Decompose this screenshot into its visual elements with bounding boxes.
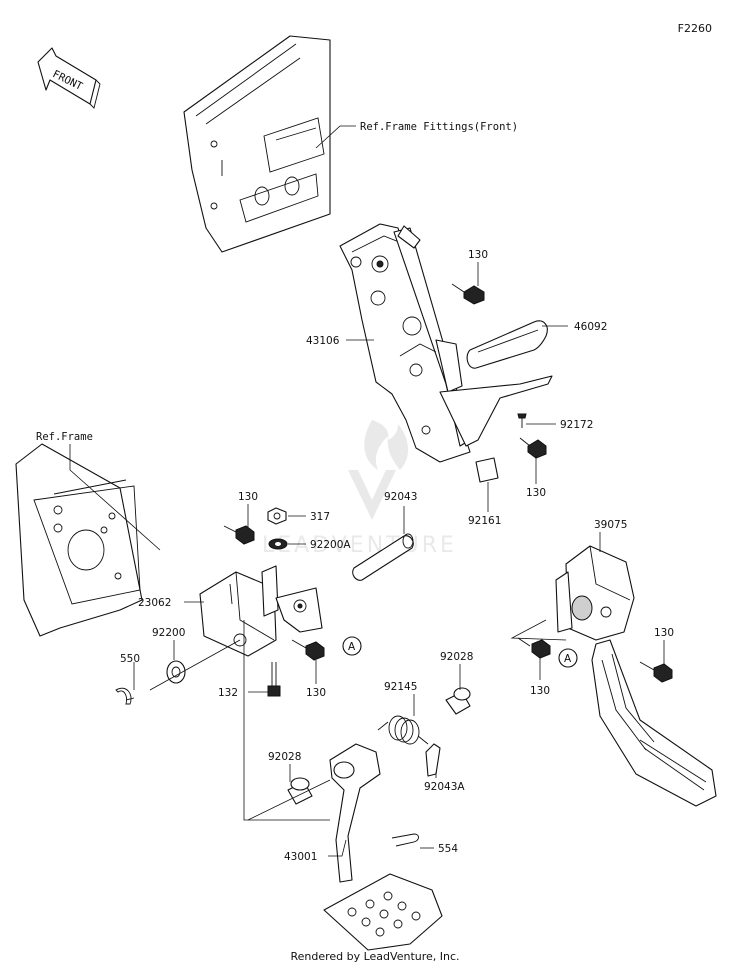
label-130-mid: 130 (526, 487, 546, 499)
label-92172: 92172 (560, 419, 593, 431)
label-550: 550 (120, 653, 140, 665)
bolt-130-low (291, 639, 325, 661)
watermark-logo: LEADVENTURE (262, 420, 457, 558)
pin-92043A (425, 743, 441, 777)
cotter-pin-554 (391, 833, 419, 847)
label-130-left: 130 (238, 491, 258, 503)
callout-a-left: A (342, 636, 362, 656)
leader-lines (69, 125, 665, 857)
clip-550 (115, 687, 135, 705)
bolt-130-pedal-left (517, 637, 551, 659)
label-92200A: 92200A (310, 539, 351, 551)
ref-frame-label: Ref.Frame (36, 431, 93, 443)
footer-credit: Rendered by LeadVenture, Inc. (290, 950, 460, 963)
pad-92161 (475, 457, 499, 483)
label-92028-right: 92028 (440, 651, 473, 663)
label-554: 554 (438, 843, 458, 855)
front-arrow-icon: FRONT (37, 47, 101, 109)
bolt-130-mid (519, 437, 547, 459)
label-130-pedal-right: 130 (654, 627, 674, 639)
frame-left (15, 443, 143, 637)
label-43106: 43106 (306, 335, 340, 347)
diagram-code: F2260 (677, 22, 712, 35)
bolt-130-pedal-right (639, 661, 673, 683)
bolt-132 (267, 662, 281, 697)
pedal-pad-pattern (347, 891, 421, 937)
nut-317 (267, 507, 287, 525)
label-43001: 43001 (284, 851, 317, 863)
label-39075: 39075 (594, 519, 627, 531)
brake-grip (466, 320, 548, 369)
pedal-bracket (199, 565, 323, 657)
label-92043A: 92043A (424, 781, 465, 793)
washer-92200A (268, 538, 288, 550)
brake-pedal (323, 743, 443, 951)
label-46092: 46092 (574, 321, 607, 333)
label-130-top: 130 (468, 249, 488, 261)
label-132: 132 (218, 687, 238, 699)
screw-92172 (517, 413, 527, 428)
parking-brake-assembly (339, 223, 553, 463)
ref-frame-fittings-label: Ref.Frame Fittings(Front) (360, 121, 518, 133)
bolt-130-left (223, 525, 255, 545)
bushing-92028-left (287, 777, 313, 805)
label-92145: 92145 (384, 681, 417, 693)
accelerator-pedal (555, 545, 717, 807)
bolt-130-top (451, 283, 485, 305)
frame-fittings-front (183, 35, 331, 253)
shaft-92043 (352, 533, 414, 581)
bushing-92028-right (445, 687, 471, 715)
label-92161: 92161 (468, 515, 501, 527)
callout-a-left-label: A (348, 641, 356, 653)
washer-92200 (166, 660, 186, 684)
callout-a-right: A (558, 648, 578, 668)
label-92200: 92200 (152, 627, 185, 639)
label-92043: 92043 (384, 491, 417, 503)
watermark-text: LEADVENTURE (262, 533, 457, 558)
part-labels: Ref.Frame Fittings(Front) Ref.Frame 130 … (36, 121, 674, 863)
label-317: 317 (310, 511, 330, 523)
label-92028-left: 92028 (268, 751, 301, 763)
spring-92145 (377, 715, 429, 745)
label-130-low: 130 (306, 687, 326, 699)
label-130-pedal-left: 130 (530, 685, 550, 697)
callout-a-right-label: A (564, 653, 572, 665)
label-23062: 23062 (138, 597, 171, 609)
